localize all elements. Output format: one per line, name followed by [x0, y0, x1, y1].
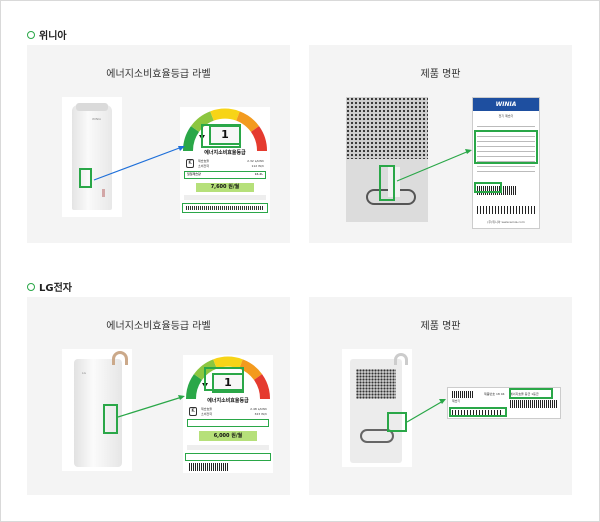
arrow-green — [406, 399, 446, 423]
grade-highlight — [204, 367, 244, 391]
dehumidifier-top — [76, 103, 108, 111]
row-highlight — [187, 419, 269, 427]
product-photo: LG — [62, 349, 132, 471]
monthly-cost: 7,600 원/월 — [196, 183, 254, 192]
arrow-blue — [93, 146, 185, 181]
kc-mark-icon: K — [189, 407, 197, 416]
plate-left: 제습기 — [452, 399, 461, 403]
label-title: 에너지소비효율등급 — [204, 150, 246, 156]
grade-arc — [182, 108, 268, 152]
plate-barcode-3 — [452, 410, 502, 416]
circle-icon — [27, 282, 35, 291]
label-highlight-box — [79, 168, 92, 188]
serial-highlight — [449, 407, 507, 417]
nameplate-highlight — [379, 165, 395, 201]
vent-grille — [346, 97, 428, 159]
barcode-highlight — [182, 203, 268, 213]
section-brand: 위니아 — [39, 31, 67, 42]
plate-barcode-2 — [477, 206, 535, 214]
plate-subtitle: 전기 제습기 — [498, 114, 514, 118]
panel-title: 에너지소비효율등급 라벨 — [106, 69, 211, 80]
plate-middle: 제품번호 18 04 — [484, 392, 505, 396]
label-highlight-box — [103, 404, 118, 434]
plate-footer: (주)위니아 www.winia.com — [487, 220, 525, 224]
grade-value: 1 — [212, 373, 244, 393]
product-brand: WINIA — [92, 117, 102, 121]
section-brand: LG전자 — [39, 283, 72, 294]
efficiency-highlight — [509, 388, 553, 399]
arrow-green — [117, 395, 185, 418]
spec-highlight — [474, 130, 538, 164]
handle — [112, 351, 128, 365]
panel-title: 제품 명판 — [420, 321, 461, 332]
section-title-winia: 위니아 — [27, 27, 67, 42]
panel-title: 에너지소비효율등급 라벨 — [106, 321, 211, 332]
power-cord — [360, 429, 394, 443]
circle-icon — [27, 30, 35, 39]
section-title-lg: LG전자 — [27, 279, 72, 294]
plate-barcode-2 — [510, 400, 558, 408]
label-title: 에너지소비효율등급 — [207, 398, 249, 404]
barcode — [189, 463, 229, 471]
barcode-highlight — [474, 182, 502, 193]
note-highlight — [185, 453, 271, 461]
handle — [394, 353, 408, 365]
nameplate: 제습기 제품번호 18 04 에너지효율 등급 1등급 — [447, 387, 561, 419]
nameplate-highlight — [387, 412, 407, 432]
product-back-photo — [342, 349, 412, 467]
product-photo: WINIA — [62, 97, 122, 217]
label-note — [187, 445, 269, 450]
grade-highlight — [201, 124, 241, 148]
kc-mark-icon: K — [186, 159, 194, 168]
monthly-cost: 6,000 원/월 — [199, 431, 257, 441]
plate-barcode — [452, 391, 474, 398]
panel-nameplate-lg: 제품 명판 제습기 제품번호 18 04 에너지효율 등급 1등급 — [309, 297, 572, 495]
arrow-green — [396, 149, 472, 182]
dehumidifier-body — [72, 105, 112, 210]
indicator — [102, 189, 105, 197]
plate-brand: WINIA — [473, 98, 539, 111]
product-brand: LG — [82, 371, 86, 375]
plate-barcode — [477, 186, 517, 195]
vent-grille — [356, 369, 396, 399]
barcode — [186, 206, 264, 210]
panel-nameplate-winia: 제품 명판 WINIA 전기 제습기 (주)위니아 www.winia.com — [309, 45, 572, 243]
dehumidifier-body — [74, 359, 122, 467]
label-note — [184, 195, 266, 200]
panel-title: 제품 명판 — [420, 69, 461, 80]
plate-right: 에너지효율 등급 1등급 — [510, 392, 539, 396]
